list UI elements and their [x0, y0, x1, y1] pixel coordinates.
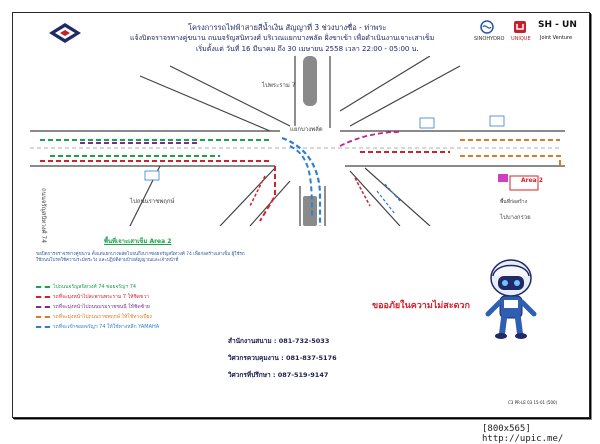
legend-item: รถที่จะเข้าซอยจรัญฯ 74 ให้ใช้ทางหลีก YAM… [36, 323, 159, 331]
document-number: C3 PR-LE 03 15-01 (500) [508, 400, 558, 405]
route-orange [460, 139, 561, 166]
legend-item: รถที่จะมุ่งหน้าไปถนนบรมราชชนนี ให้ชิดซ้า… [36, 303, 150, 311]
legend-title: พื้นที่เจาะเสาเข็ม Area 2 [104, 238, 172, 245]
header-date: เริ่มตั้งแต่ วันที่ 16 มีนาคม ถึง 30 เมษ… [196, 45, 419, 53]
apology-message: ขออภัยในความไม่สะดวก [372, 301, 470, 311]
legend-swatch [36, 306, 50, 308]
mascot-icon [485, 259, 537, 339]
legend-note: ขอปิดการจราจรทางคู่ขนาน ตั้งแต่แยกบางพลั… [36, 252, 245, 263]
side-label-left2: ไปถนนราชพฤกษ์ [130, 198, 175, 205]
route-blue [281, 136, 322, 226]
median-top [303, 56, 317, 106]
map-frame [12, 12, 590, 418]
area2-box [509, 175, 539, 191]
side-label-top: ไปพระราม 7 [262, 82, 296, 89]
watermark: [800x565] http://upic.me/ [482, 424, 564, 444]
header-subtitle: แจ้งปิดจราจรทางคู่ขนาน ถนนจรัญสนิทวงศ์ บ… [130, 34, 435, 42]
area-label: Area 2 [521, 177, 543, 184]
route-red [40, 160, 276, 222]
legend-swatch [36, 296, 50, 298]
header-title: โครงการรถไฟฟ้าสายสีน้ำเงิน สัญญาที่ 3 ช่… [188, 23, 387, 32]
legend-swatch [36, 326, 50, 328]
unique-logo-icon [514, 21, 526, 33]
legend-swatch [36, 286, 50, 288]
construction-box-label: พื้นที่ก่อสร้าง [500, 199, 528, 205]
unique-label: UNIQUE [511, 36, 531, 42]
contact-supervisor: วิศวกรควบคุมงาน : 081-837-5176 [228, 354, 337, 362]
sinohydro-label: SINOHYDRO [474, 36, 505, 42]
legend-swatch [36, 316, 50, 318]
legend-item: ไปถนนจรัญสนิทวงศ์ 74 ซอยจรัญฯ 74 [36, 283, 136, 291]
pink-marker [498, 174, 508, 182]
joint-venture-label: Joint Venture [540, 35, 573, 41]
side-label-left: ถนนจรัญสนิทวงศ์ 74 [40, 188, 47, 244]
legend-item: รถที่จะมุ่งหน้าไปสะพานพระราม 7 ให้ชิดขวา [36, 293, 149, 301]
road-network [30, 56, 565, 226]
mrt-logo-icon [49, 23, 81, 43]
median-bottom [303, 196, 317, 226]
side-label-right: ไปบางกรวย [500, 214, 531, 221]
contact-consultant: วิศวกรที่ปรึกษา : 087-519-9147 [228, 371, 329, 379]
intersection-label: แยกบางพลัด [290, 126, 323, 133]
sinohydro-logo-icon [480, 20, 494, 34]
legend-item: รถที่จะมุ่งหน้าไปถนนราชพฤกษ์ ให้ใช้ทางเบ… [36, 313, 152, 321]
shun-brand: SH - UN [538, 20, 577, 30]
route-green [40, 139, 270, 157]
traffic-map [30, 56, 565, 226]
contact-field-office: สำนักงานสนาม : 081-732-5033 [228, 337, 330, 345]
